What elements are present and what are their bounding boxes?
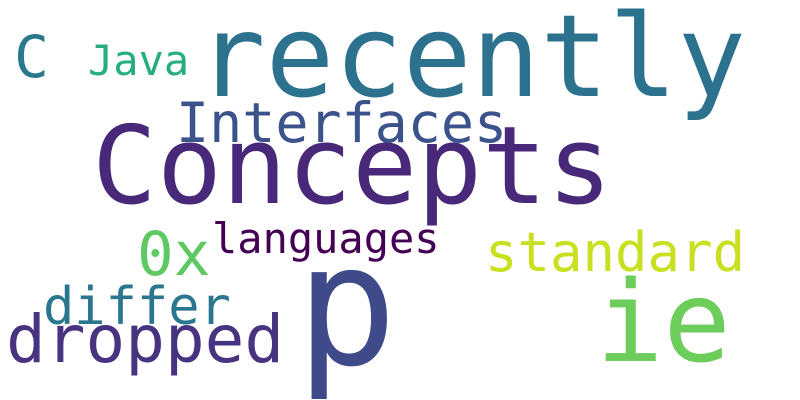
word-languages: languages — [212, 214, 440, 263]
word-dropped: dropped — [6, 301, 285, 378]
word-p: p — [296, 208, 398, 400]
word-c: C — [14, 23, 49, 91]
word-ie: ie — [596, 258, 731, 388]
word-java: Java — [88, 36, 190, 85]
word-recently: recently — [197, 0, 747, 123]
word-differ: differ — [43, 277, 231, 337]
word-standard: standard — [485, 221, 746, 284]
word-interfaces: Interfaces — [176, 91, 508, 155]
word-0x: 0x — [137, 219, 211, 290]
word-concepts: Concepts — [92, 104, 613, 229]
